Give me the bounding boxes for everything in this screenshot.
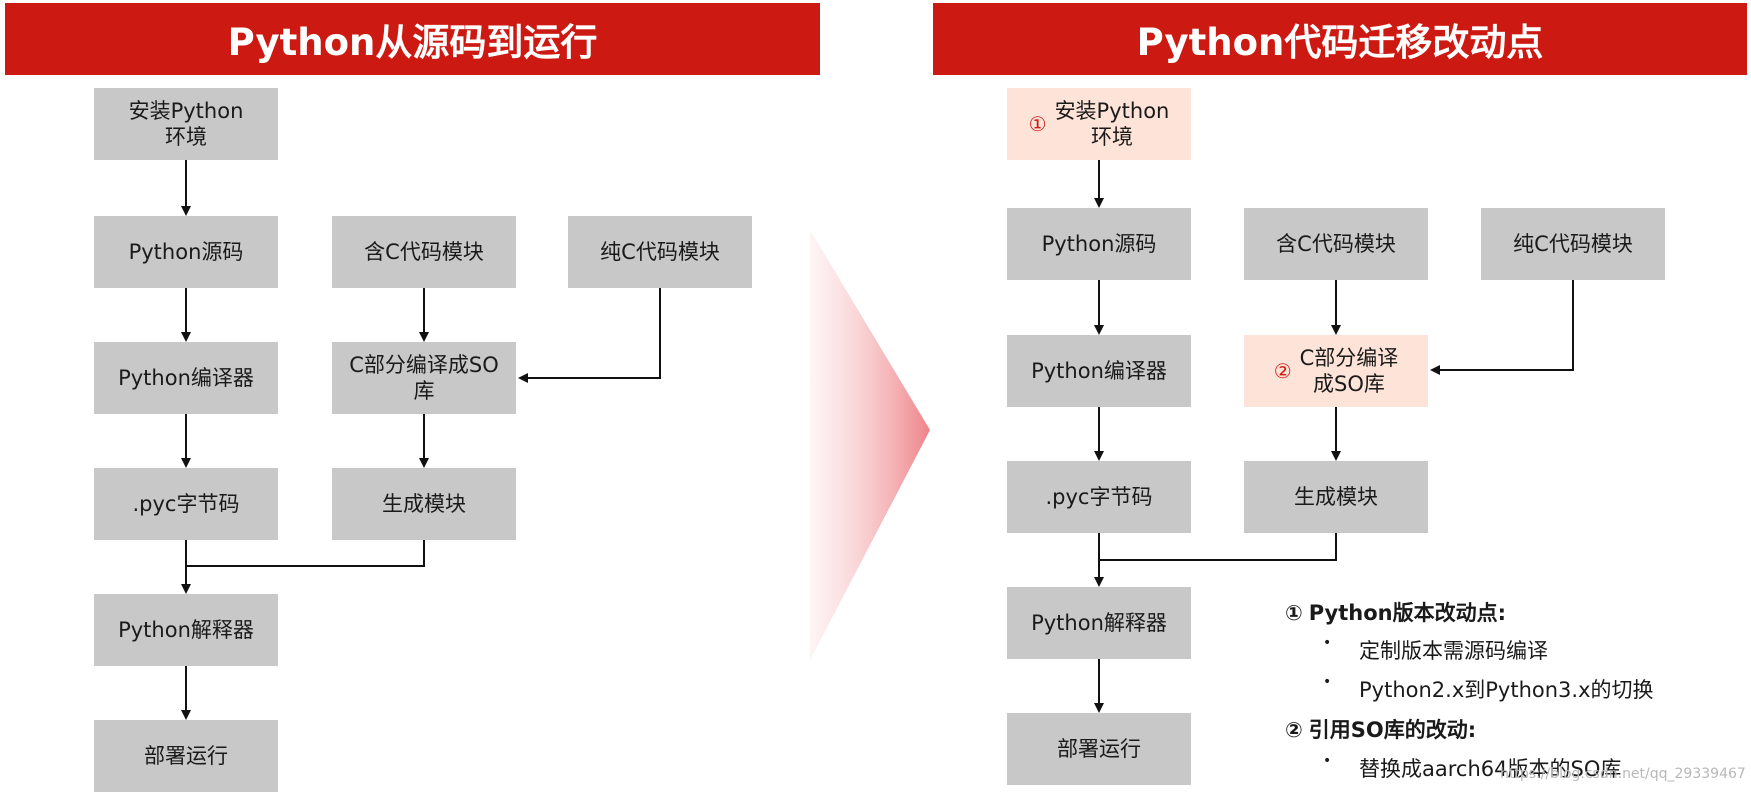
- left-box-deploy-run-label: 部署运行: [144, 744, 228, 768]
- right-title-bar: Python代码迁移改动点: [933, 3, 1747, 75]
- note-section1-marker: ①: [1285, 601, 1303, 625]
- left-box-generate-module: 生成模块: [332, 468, 516, 540]
- bullet-icon: •: [1323, 753, 1332, 769]
- left-box-c-compile-so: C部分编译成SO 库: [332, 342, 516, 414]
- bullet-icon: •: [1323, 674, 1332, 690]
- left-box-pyc-bytecode: .pyc字节码: [94, 468, 278, 540]
- right-box-deploy-run: 部署运行: [1007, 713, 1191, 785]
- left-box-python-compiler: Python编译器: [94, 342, 278, 414]
- watermark: https://blog.csdn.net/qq_29339467: [1500, 766, 1746, 782]
- right-box-c-module: 含C代码模块: [1244, 208, 1428, 280]
- right-box-c-compile-so: ② C部分编译 成SO库: [1244, 335, 1428, 407]
- left-box-generate-module-label: 生成模块: [382, 492, 466, 516]
- note-section1-item-text: 定制版本需源码编译: [1359, 639, 1548, 663]
- right-box-pyc-bytecode: .pyc字节码: [1007, 461, 1191, 533]
- right-box-python-interpreter-label: Python解释器: [1031, 611, 1167, 635]
- left-box-install-env: 安装Python 环境: [94, 88, 278, 160]
- right-box-generate-module-label: 生成模块: [1294, 485, 1378, 509]
- right-box-deploy-run-label: 部署运行: [1057, 737, 1141, 761]
- left-box-python-interpreter: Python解释器: [94, 594, 278, 666]
- note-section2-item-text: 替换成aarch64版本的SO库: [1359, 757, 1622, 781]
- left-title-bar: Python从源码到运行: [5, 3, 820, 75]
- right-box-python-compiler: Python编译器: [1007, 335, 1191, 407]
- note-section1-item-text: Python2.x到Python3.x的切换: [1359, 678, 1654, 702]
- right-box-c-compile-so-marker: ②: [1273, 359, 1292, 383]
- transition-chevron-arrow: [810, 230, 930, 660]
- right-box-python-source: Python源码: [1007, 208, 1191, 280]
- right-box-pyc-bytecode-label: .pyc字节码: [1045, 485, 1153, 509]
- right-box-install-env: ① 安装Python 环境: [1007, 88, 1191, 160]
- left-box-pure-c-module-label: 纯C代码模块: [600, 240, 720, 264]
- bullet-icon: •: [1323, 635, 1332, 651]
- left-box-deploy-run: 部署运行: [94, 720, 278, 792]
- left-title: Python从源码到运行: [227, 21, 598, 64]
- left-box-python-source: Python源码: [94, 216, 278, 288]
- left-box-c-module: 含C代码模块: [332, 216, 516, 288]
- right-box-python-source-label: Python源码: [1041, 232, 1157, 256]
- right-box-pure-c-module-label: 纯C代码模块: [1513, 232, 1633, 256]
- note-section2-marker: ②: [1285, 718, 1303, 742]
- left-box-c-module-label: 含C代码模块: [364, 240, 484, 264]
- left-box-python-source-label: Python源码: [128, 240, 244, 264]
- right-box-c-compile-so-label: C部分编译 成SO库: [1299, 346, 1399, 396]
- left-box-pure-c-module: 纯C代码模块: [568, 216, 752, 288]
- note-section1-title: Python版本改动点:: [1308, 601, 1507, 625]
- right-box-install-env-marker: ①: [1028, 112, 1047, 136]
- left-box-python-interpreter-label: Python解释器: [118, 618, 254, 642]
- note-section2-title: 引用SO库的改动:: [1308, 718, 1477, 742]
- left-box-c-compile-so-label: C部分编译成SO 库: [349, 353, 499, 403]
- right-box-generate-module: 生成模块: [1244, 461, 1428, 533]
- left-box-python-compiler-label: Python编译器: [118, 366, 254, 390]
- right-box-install-env-label: 安装Python 环境: [1054, 99, 1170, 149]
- right-box-python-compiler-label: Python编译器: [1031, 359, 1167, 383]
- right-box-c-module-label: 含C代码模块: [1276, 232, 1396, 256]
- right-title: Python代码迁移改动点: [1136, 21, 1544, 64]
- left-box-pyc-bytecode-label: .pyc字节码: [132, 492, 240, 516]
- right-box-python-interpreter: Python解释器: [1007, 587, 1191, 659]
- left-box-install-env-label: 安装Python 环境: [128, 99, 244, 149]
- right-box-pure-c-module: 纯C代码模块: [1481, 208, 1665, 280]
